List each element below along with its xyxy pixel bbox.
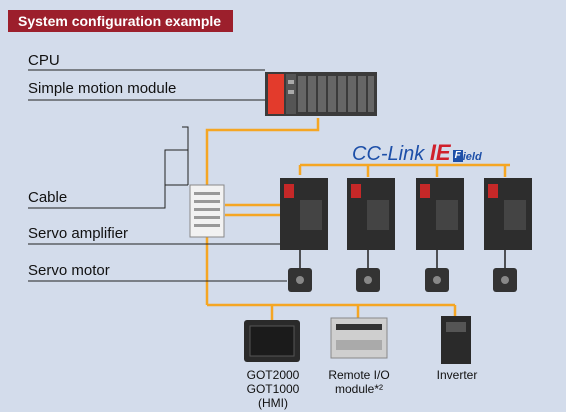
cpu-module [268,74,284,114]
servo-amplifier-4 [484,178,532,250]
label-servo-amplifier: Servo amplifier [28,225,129,242]
caption-remote-io-line-2: module*² [334,382,384,396]
caption-remote-io-line-1: Remote I/O [328,368,390,382]
label-simple-motion-module: Simple motion module [28,80,177,97]
caption-got-line-1: GOT2000 [246,368,300,382]
servo-amplifier-1 [280,178,328,250]
caption-inverter: Inverter [430,368,484,382]
label-cable: Cable [28,189,68,206]
inverter-device [441,316,471,364]
servo-motor-2 [356,250,380,292]
label-cpu: CPU [28,52,60,69]
cc-link-text: CC-Link [352,143,425,165]
ie-text: IE [429,140,451,165]
field-badge: F [452,150,463,162]
got-hmi-device [244,320,300,362]
servo-motor-3 [425,250,449,292]
section-title: System configuration example [8,10,234,32]
caption-got-line-3: (HMI) [258,396,288,410]
remote-io-device [330,317,388,359]
caption-remote-io: Remote I/O module*² [323,368,395,396]
plc-rack [265,72,377,116]
label-servo-motor: Servo motor [28,262,110,279]
servo-motor-1 [288,250,312,292]
caption-got: GOT2000 GOT1000 (HMI) [242,368,304,410]
caption-inverter-line-1: Inverter [436,368,478,382]
label-leaders [28,69,287,282]
network-hub [189,184,225,238]
servo-motor-4 [493,250,517,292]
servo-amplifier-2 [347,178,395,250]
caption-got-line-2: GOT1000 [246,382,300,396]
servo-amplifier-3 [416,178,464,250]
field-text: ield [462,151,482,163]
